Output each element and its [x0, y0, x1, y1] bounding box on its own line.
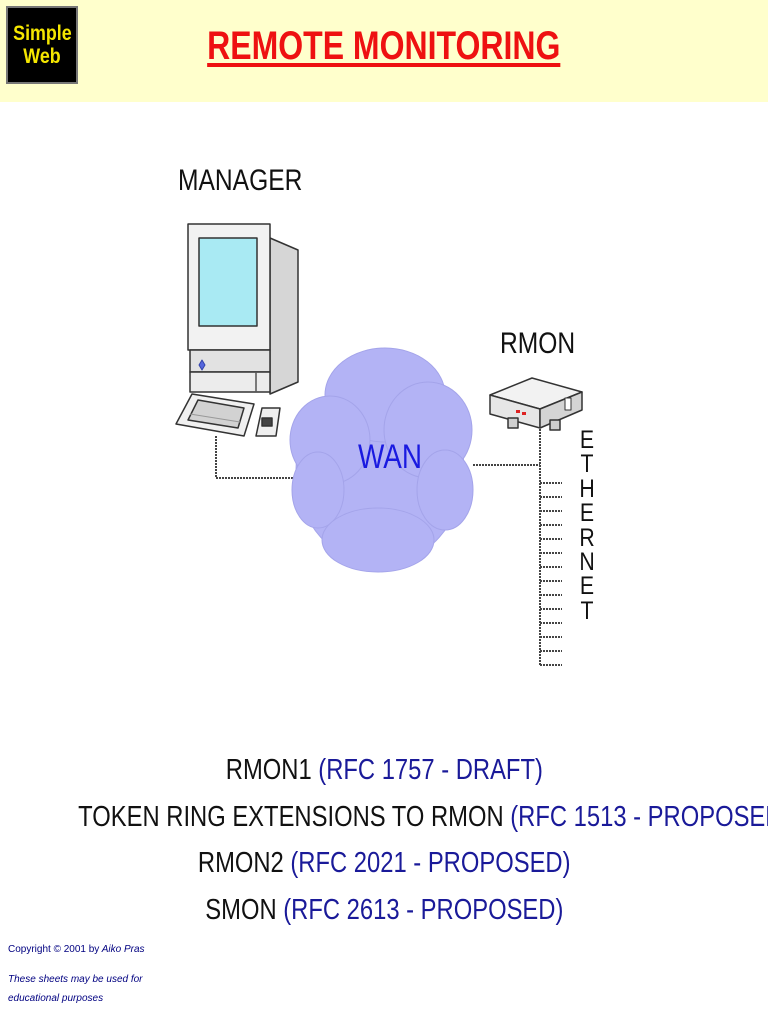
- rfc-name: RMON2: [198, 847, 284, 879]
- ethernet-letter: E: [577, 574, 597, 598]
- ethernet-letter: T: [577, 452, 597, 476]
- ethernet-letter: R: [577, 526, 597, 550]
- rfc-ref: (RFC 1757 - DRAFT): [318, 754, 543, 786]
- rfc-name: RMON1: [225, 754, 311, 786]
- rfc-item: RMON1 (RFC 1757 - DRAFT): [0, 748, 768, 795]
- rmon-label: RMON: [500, 327, 575, 361]
- wan-label: WAN: [358, 438, 422, 477]
- usage-line-1: These sheets may be used for: [8, 974, 143, 985]
- manager-computer-icon: [188, 224, 298, 394]
- ethernet-letter: T: [577, 599, 597, 623]
- usage-line-2: educational purposes: [8, 993, 103, 1004]
- rfc-list: RMON1 (RFC 1757 - DRAFT) TOKEN RING EXTE…: [0, 748, 768, 934]
- rfc-ref: (RFC 2613 - PROPOSED): [283, 894, 563, 926]
- manager-label: MANAGER: [178, 164, 302, 198]
- mouse-icon: [256, 408, 280, 436]
- ethernet-letter: E: [577, 428, 597, 452]
- rfc-item: RMON2 (RFC 2021 - PROPOSED): [0, 841, 768, 888]
- rmon-probe-icon: [490, 378, 582, 430]
- ethernet-letter: H: [577, 477, 597, 501]
- ethernet-letter: E: [577, 501, 597, 525]
- rfc-ref: (RFC 2021 - PROPOSED): [290, 847, 570, 879]
- rfc-name: SMON: [205, 894, 276, 926]
- keyboard-icon: [176, 394, 254, 436]
- copyright-author: Aiko Pras: [102, 944, 145, 955]
- copyright-line: Copyright © 2001 by Aiko Pras: [8, 944, 145, 955]
- rfc-name: TOKEN RING EXTENSIONS TO RMON: [78, 801, 503, 833]
- ethernet-letter: N: [577, 550, 597, 574]
- rfc-item: TOKEN RING EXTENSIONS TO RMON (RFC 1513 …: [0, 795, 768, 842]
- ethernet-taps: [540, 483, 562, 665]
- rfc-item: SMON (RFC 2613 - PROPOSED): [0, 888, 768, 935]
- ethernet-label: E T H E R N E T: [575, 428, 599, 623]
- copyright-text: Copyright © 2001 by: [8, 944, 99, 955]
- rfc-ref: (RFC 1513 - PROPOSED): [510, 801, 768, 833]
